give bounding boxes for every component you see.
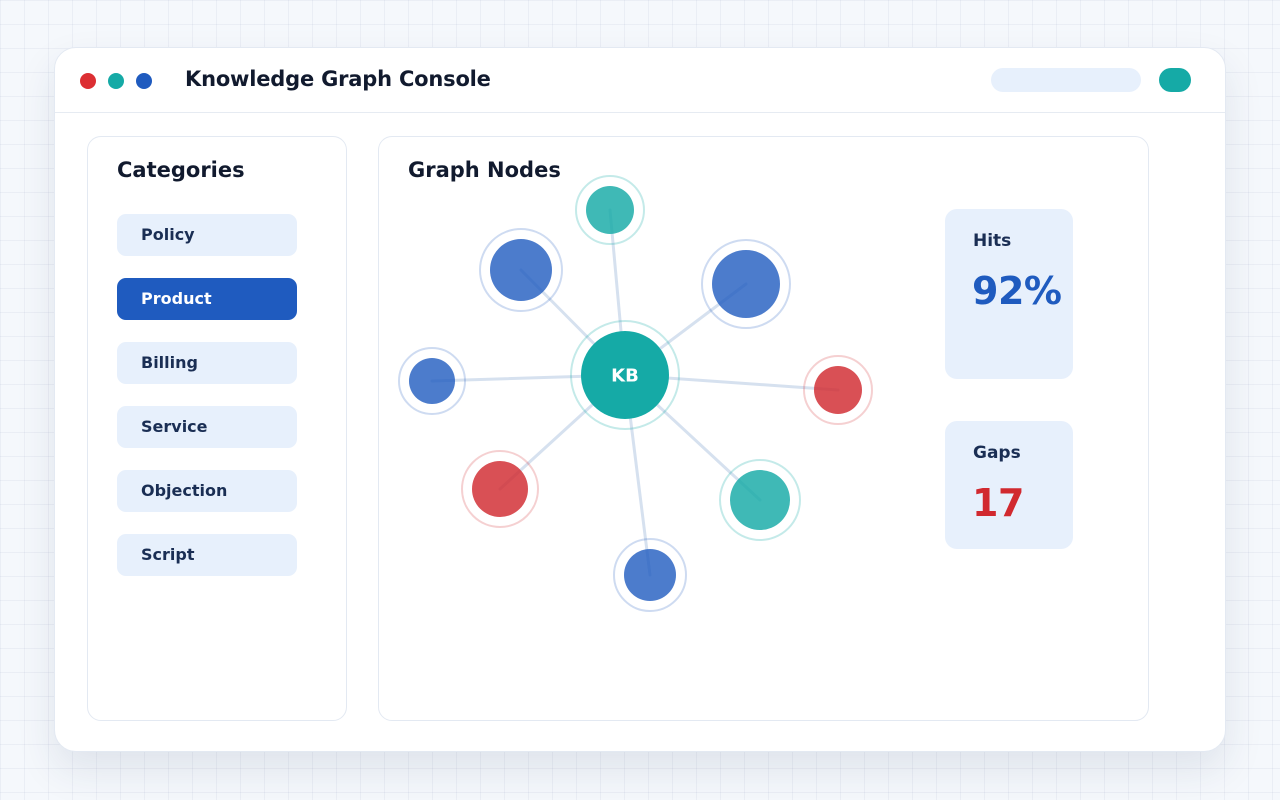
categories-title: Categories [117, 158, 245, 182]
hub-label: KB [611, 366, 639, 387]
category-item-objection[interactable]: Objection [117, 470, 297, 512]
maximize-window-button[interactable] [136, 73, 152, 89]
graph-nodes-title: Graph Nodes [408, 158, 561, 182]
graph-node-blue-upper-right[interactable] [701, 239, 791, 329]
graph-node-teal-lower-right[interactable] [719, 459, 801, 541]
graph-node-red-right[interactable] [803, 355, 873, 425]
category-item-policy[interactable]: Policy [117, 214, 297, 256]
graph-node-red-lower-left[interactable] [461, 450, 539, 528]
category-item-billing[interactable]: Billing [117, 342, 297, 384]
app-title: Knowledge Graph Console [185, 67, 491, 91]
gaps-label: Gaps [973, 443, 1021, 463]
gaps-value: 17 [972, 481, 1024, 525]
categories-panel: Categories Policy Product Billing Servic… [87, 136, 347, 721]
graph-node-blue-bottom[interactable] [613, 538, 687, 612]
hits-stat-card: Hits 92% [945, 209, 1073, 379]
graph-node-teal-top[interactable] [575, 175, 645, 245]
title-bar: Knowledge Graph Console [55, 48, 1225, 113]
graph-node-blue-upper-left[interactable] [479, 228, 563, 312]
graph-hub-node[interactable]: KB [570, 320, 680, 430]
graph-node-blue-left[interactable] [398, 347, 466, 415]
knowledge-graph: KB [398, 175, 873, 612]
hits-label: Hits [973, 231, 1012, 251]
gaps-stat-card: Gaps 17 [945, 421, 1073, 549]
search-bar[interactable] [991, 68, 1141, 92]
toggle-switch[interactable] [1159, 68, 1191, 92]
graph-panel: KB Graph Nodes Hits 92% Gaps 17 [378, 136, 1149, 721]
close-window-button[interactable] [80, 73, 96, 89]
category-item-service[interactable]: Service [117, 406, 297, 448]
category-item-script[interactable]: Script [117, 534, 297, 576]
hits-value: 92% [972, 269, 1062, 313]
minimize-window-button[interactable] [108, 73, 124, 89]
category-item-product[interactable]: Product [117, 278, 297, 320]
app-window: Knowledge Graph Console Categories Polic… [54, 47, 1226, 752]
